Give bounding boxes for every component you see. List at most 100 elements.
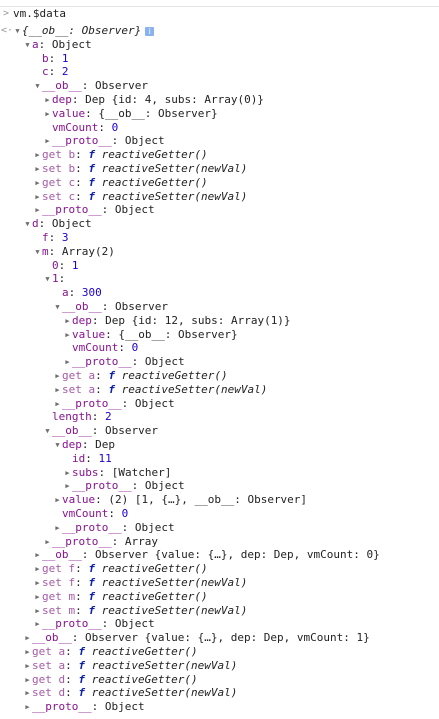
collapsed-triangle-icon[interactable]: ▶ <box>35 620 40 629</box>
tree-row[interactable]: ▶__proto__: Object <box>0 203 439 217</box>
collapsed-triangle-icon[interactable]: ▶ <box>65 316 70 325</box>
collapsed-triangle-icon[interactable]: ▶ <box>45 109 50 118</box>
tree-row[interactable]: ▶value: (2) [1, {…}, __ob__: Observer] <box>0 493 439 507</box>
collapsed-triangle-icon[interactable]: ▶ <box>35 579 40 587</box>
tree-row[interactable]: ▶set a: f reactiveSetter(newVal) <box>0 383 439 397</box>
expanded-triangle-icon[interactable]: ▼ <box>45 427 50 436</box>
tree-row[interactable]: ▶set d: f reactiveSetter(newVal) <box>0 686 439 700</box>
tree-row[interactable]: ▼__ob__: Observer <box>0 79 439 93</box>
tree-row[interactable]: ▶value: {__ob__: Observer} <box>0 107 439 121</box>
tree-row[interactable]: ▶get f: f reactiveGetter() <box>0 562 439 576</box>
tree-row[interactable]: ▶set f: f reactiveSetter(newVal) <box>0 576 439 590</box>
property-value: reactiveGetter() <box>101 589 208 603</box>
collapsed-triangle-icon[interactable]: ▶ <box>25 703 30 712</box>
collapsed-triangle-icon[interactable]: ▶ <box>35 592 40 601</box>
property-key: value <box>72 327 106 341</box>
property-key: set d <box>32 686 66 700</box>
tree-row[interactable]: ▼__ob__: Observer <box>0 300 439 314</box>
key-separator: : <box>95 369 109 382</box>
collapsed-triangle-icon[interactable]: ▶ <box>45 96 50 104</box>
key-separator: : <box>95 493 109 507</box>
collapsed-triangle-icon[interactable]: ▶ <box>65 330 70 339</box>
collapsed-triangle-icon[interactable]: ▶ <box>45 137 50 146</box>
tree-row[interactable]: ▶__ob__: Observer {value: {…}, dep: Dep,… <box>0 631 439 645</box>
tree-row[interactable]: ▶dep: Dep {id: 4, subs: Array(0)} <box>0 93 439 107</box>
collapsed-triangle-icon[interactable]: ▶ <box>35 551 40 560</box>
collapsed-triangle-icon[interactable]: ▶ <box>25 661 30 670</box>
collapsed-triangle-icon[interactable]: ▶ <box>35 151 40 160</box>
collapsed-triangle-icon[interactable]: ▶ <box>55 523 60 532</box>
collapsed-triangle-icon[interactable]: ▶ <box>35 165 40 173</box>
tree-row[interactable]: ▶__proto__: Object <box>0 355 439 369</box>
tree-row: length: 2 <box>0 410 439 424</box>
console-command-line: > vm.$data <box>0 6 439 21</box>
expanded-triangle-icon[interactable]: ▼ <box>35 247 40 256</box>
key-separator: : <box>65 686 79 700</box>
collapsed-triangle-icon[interactable]: ▶ <box>25 634 30 643</box>
expanded-triangle-icon[interactable]: ▼ <box>55 441 60 449</box>
key-separator: : <box>48 244 62 258</box>
tree-row[interactable]: ▶get b: f reactiveGetter() <box>0 148 439 162</box>
collapsed-triangle-icon[interactable]: ▶ <box>65 482 70 491</box>
collapsed-triangle-icon[interactable]: ▶ <box>35 565 40 574</box>
tree-row[interactable]: ▶__proto__: Object <box>0 617 439 631</box>
tree-row[interactable]: ▶set a: f reactiveSetter(newVal) <box>0 659 439 673</box>
tree-row[interactable]: ▶value: {__ob__: Observer} <box>0 328 439 342</box>
tree-row[interactable]: ▶set c: f reactiveSetter(newVal) <box>0 190 439 204</box>
tree-row[interactable]: <·▼{__ob__: Observer}i <box>0 24 439 38</box>
expanded-triangle-icon[interactable]: ▼ <box>25 40 30 49</box>
collapsed-triangle-icon[interactable]: ▶ <box>35 192 40 201</box>
tree-row[interactable]: ▶__proto__: Object <box>0 479 439 493</box>
collapsed-triangle-icon[interactable]: ▶ <box>25 675 30 684</box>
expanded-triangle-icon[interactable]: ▼ <box>45 275 50 284</box>
tree-row[interactable]: ▼a: Object <box>0 38 439 52</box>
tree-row[interactable]: ▶__proto__: Object <box>0 397 439 411</box>
tree-row[interactable]: ▶__proto__: Object <box>0 700 439 714</box>
tree-row[interactable]: ▶get a: f reactiveGetter() <box>0 645 439 659</box>
collapsed-triangle-icon[interactable]: ▶ <box>25 689 30 698</box>
expanded-triangle-icon[interactable]: ▼ <box>35 82 40 91</box>
key-separator: : <box>101 617 115 631</box>
collapsed-triangle-icon[interactable]: ▶ <box>35 206 40 215</box>
property-key: __proto__ <box>42 617 102 631</box>
tree-row: b: 1 <box>0 52 439 66</box>
property-key: __proto__ <box>72 479 132 493</box>
tree-row[interactable]: ▶get a: f reactiveGetter() <box>0 369 439 383</box>
tree-row[interactable]: ▼1: <box>0 272 439 286</box>
tree-row[interactable]: ▶dep: Dep {id: 12, subs: Array(1)} <box>0 314 439 328</box>
collapsed-triangle-icon[interactable]: ▶ <box>55 496 60 505</box>
expanded-triangle-icon[interactable]: ▼ <box>55 303 60 311</box>
tree-row[interactable]: ▼dep: Dep <box>0 438 439 452</box>
collapsed-triangle-icon[interactable]: ▶ <box>65 468 70 477</box>
property-value: reactiveSetter(newVal) <box>101 162 248 175</box>
tree-row[interactable]: ▶set b: f reactiveSetter(newVal) <box>0 162 439 176</box>
tree-row[interactable]: ▶set m: f reactiveSetter(newVal) <box>0 604 439 618</box>
tree-row[interactable]: ▼d: Object <box>0 217 439 231</box>
function-keyword: f <box>78 686 92 700</box>
collapsed-triangle-icon[interactable]: ▶ <box>35 178 40 187</box>
tree-row[interactable]: ▼m: Array(2) <box>0 245 439 259</box>
tree-row[interactable]: ▶get m: f reactiveGetter() <box>0 590 439 604</box>
result-marker-icon: <· <box>1 25 14 36</box>
collapsed-triangle-icon[interactable]: ▶ <box>45 537 50 546</box>
collapsed-triangle-icon[interactable]: ▶ <box>55 372 60 380</box>
collapsed-triangle-icon[interactable]: ▶ <box>65 358 70 367</box>
property-key: vmCount <box>72 341 119 355</box>
tree-row[interactable]: ▶__proto__: Array <box>0 535 439 549</box>
function-keyword: f <box>88 162 102 175</box>
expanded-triangle-icon[interactable]: ▼ <box>25 220 30 229</box>
expanded-triangle-icon[interactable]: ▼ <box>15 27 20 35</box>
collapsed-triangle-icon[interactable]: ▶ <box>55 385 60 394</box>
property-value: reactiveSetter(newVal) <box>101 603 248 617</box>
collapsed-triangle-icon[interactable]: ▶ <box>25 648 30 656</box>
info-icon[interactable]: i <box>145 27 155 36</box>
tree-row[interactable]: ▶subs: [Watcher] <box>0 466 439 480</box>
tree-row[interactable]: ▼__ob__: Observer <box>0 424 439 438</box>
collapsed-triangle-icon[interactable]: ▶ <box>55 399 60 408</box>
tree-row[interactable]: ▶__ob__: Observer {value: {…}, dep: Dep,… <box>0 548 439 562</box>
tree-row[interactable]: ▶get d: f reactiveGetter() <box>0 673 439 687</box>
collapsed-triangle-icon[interactable]: ▶ <box>35 606 40 615</box>
tree-row[interactable]: ▶__proto__: Object <box>0 134 439 148</box>
tree-row[interactable]: ▶__proto__: Object <box>0 521 439 535</box>
tree-row[interactable]: ▶get c: f reactiveGetter() <box>0 176 439 190</box>
